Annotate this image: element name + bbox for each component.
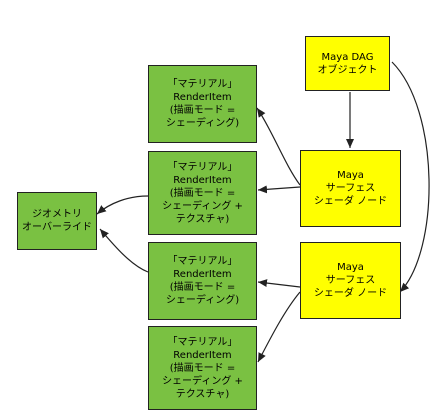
render-item-4-label: 「マテリアル」 RenderItem (描画モード = シェーディング + テク… [162, 336, 243, 400]
render-item-node-1: 「マテリアル」 RenderItem (描画モード = シェーディング) [148, 65, 257, 143]
render-item-2-label: 「マテリアル」 RenderItem (描画モード = シェーディング + テク… [162, 161, 243, 225]
render-item-node-4: 「マテリアル」 RenderItem (描画モード = シェーディング + テク… [148, 326, 257, 410]
maya-dag-object-node: Maya DAG オブジェクト [305, 36, 390, 91]
surface-shader-node-1: Maya サーフェス シェーダ ノード [300, 150, 401, 227]
geometry-override-node: ジオメトリ オーバーライド [17, 192, 97, 250]
surface-shader-node-2: Maya サーフェス シェーダ ノード [300, 242, 401, 319]
edge-render-item-2-to-geometry [96, 195, 149, 215]
surface-shader-2-label: Maya サーフェス シェーダ ノード [313, 262, 388, 299]
edge-shader-1-to-render-item-1 [256, 107, 301, 186]
render-item-3-label: 「マテリアル」 RenderItem (描画モード = シェーディング) [165, 256, 240, 306]
edge-shader-2-to-render-item-4 [257, 291, 301, 363]
edge-dag-to-shader-2 [391, 61, 430, 293]
geometry-override-label: ジオメトリ オーバーライド [22, 209, 92, 233]
render-item-1-label: 「マテリアル」 RenderItem (描画モード = シェーディング) [165, 79, 240, 129]
render-item-node-2: 「マテリアル」 RenderItem (描画モード = シェーディング + テク… [148, 151, 257, 235]
maya-dag-object-label: Maya DAG オブジェクト [317, 51, 378, 76]
render-item-node-3: 「マテリアル」 RenderItem (描画モード = シェーディング) [148, 242, 257, 320]
edge-shader-2-to-render-item-3 [257, 279, 301, 288]
edge-shader-1-to-render-item-2 [257, 185, 301, 194]
edge-render-item-3-to-geometry [99, 228, 149, 273]
surface-shader-1-label: Maya サーフェス シェーダ ノード [313, 170, 388, 207]
